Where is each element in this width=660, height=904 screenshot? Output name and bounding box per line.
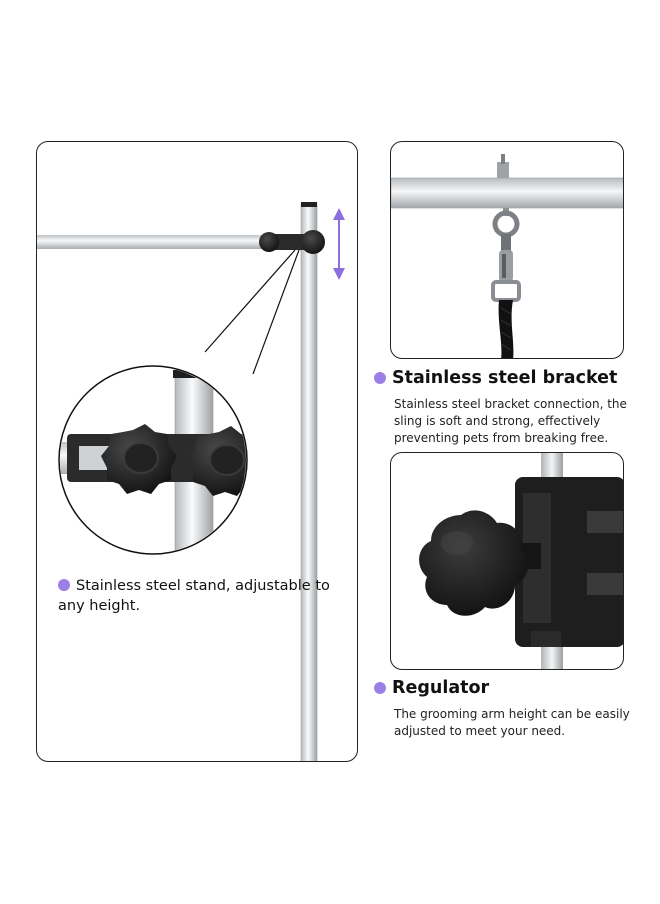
clamp-knob-left-icon bbox=[101, 424, 177, 494]
bracket-description: Stainless steel bracket connection, the … bbox=[394, 397, 627, 445]
bracket-title: Stainless steel bracket bbox=[392, 368, 618, 388]
snap-hook-icon bbox=[491, 234, 521, 302]
stand-pole bbox=[300, 203, 318, 761]
bullet-dot-icon bbox=[374, 372, 386, 384]
regulator-title: Regulator bbox=[392, 678, 490, 698]
clamp-zoom-circle bbox=[58, 365, 248, 555]
bracket-illustration-panel bbox=[390, 141, 624, 359]
regulator-caption: Regulator The grooming arm height can be… bbox=[374, 678, 654, 740]
small-knob-icon bbox=[259, 230, 325, 254]
height-adjust-arrow-icon bbox=[333, 208, 345, 280]
clamp-knob-right-icon bbox=[187, 426, 246, 496]
sling-rope bbox=[498, 300, 514, 358]
eyebolt-ring-icon bbox=[492, 208, 520, 238]
bullet-dot-icon bbox=[58, 578, 70, 591]
regulator-description: The grooming arm height can be easily ad… bbox=[394, 707, 630, 738]
regulator-illustration bbox=[419, 453, 623, 669]
bracket-caption: Stainless steel bracket Stainless steel … bbox=[374, 368, 654, 447]
bullet-dot-icon bbox=[374, 682, 386, 694]
grooming-arm bbox=[37, 235, 277, 249]
stand-caption-text: Stainless steel stand, adjustable to any… bbox=[58, 578, 330, 614]
regulator-clamp-body bbox=[515, 477, 623, 647]
stand-illustration bbox=[37, 202, 345, 761]
regulator-illustration-panel bbox=[390, 452, 624, 670]
stand-illustration-panel bbox=[36, 141, 358, 762]
regulator-knob-icon bbox=[419, 510, 529, 616]
stand-caption: Stainless steel stand, adjustable to any… bbox=[58, 576, 358, 616]
bracket-illustration bbox=[391, 154, 623, 358]
